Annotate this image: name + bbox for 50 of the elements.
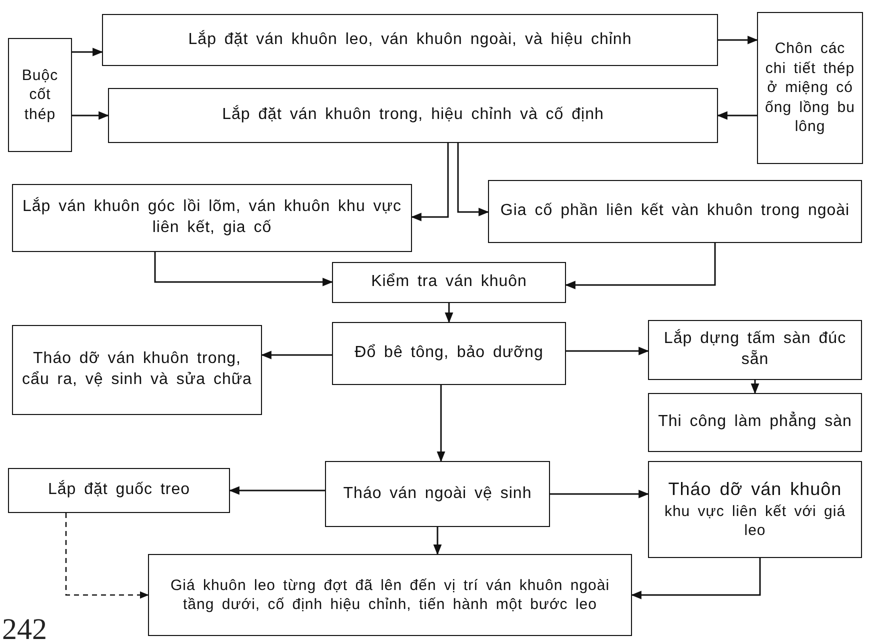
arrow <box>228 486 325 495</box>
process-box <box>8 38 72 152</box>
process-box <box>108 88 718 143</box>
arrow <box>433 527 442 556</box>
box-text: Lắp đặt ván khuôn trong, hiệu chỉnh và cố định <box>222 105 604 126</box>
process-box <box>648 393 862 452</box>
box-text: Gia cố phần liên kết vàn khuôn trong ngoài <box>500 201 850 222</box>
box-text: Lắp dựng tấm sàn đúc sẵn <box>662 329 848 370</box>
arrow <box>457 143 490 216</box>
arrow <box>154 252 334 286</box>
arrow <box>564 243 716 290</box>
process-box <box>12 184 412 252</box>
process-box <box>102 14 718 66</box>
box-text: Buộc cốt thép <box>20 66 60 124</box>
box-text: Lắp đặt guốc treo <box>48 480 190 500</box>
arrow <box>72 111 110 120</box>
arrow <box>550 490 650 498</box>
process-box <box>488 180 862 243</box>
box-text: Giá khuôn leo từng đợt đã lên đến vị trí ván khuôn ngoài tầng dưới, cố định hiệu chỉnh, tiến hành một bước leo <box>169 576 611 614</box>
process-box <box>332 262 566 303</box>
box-text: Đổ bê tông, bảo dưỡng <box>354 343 544 364</box>
process-box <box>648 320 862 380</box>
arrow <box>718 36 758 44</box>
arrow <box>566 346 650 356</box>
box-text: Thi công làm phẳng sàn <box>658 412 852 432</box>
process-box <box>12 325 262 415</box>
arrow <box>630 558 761 600</box>
box-text: Kiểm tra ván khuôn <box>371 272 527 292</box>
box-text: khu vực liên kết với giá leo <box>663 502 847 541</box>
arrow <box>65 513 149 599</box>
box-text: Chôn các chi tiết thép ở miệng có ống lồng bu lông <box>764 39 856 137</box>
process-box <box>325 461 550 527</box>
arrow <box>72 48 104 56</box>
arrow <box>716 111 757 120</box>
arrow <box>750 380 760 394</box>
page-number: 242 <box>2 613 47 641</box>
box-text: Tháo dỡ ván khuôn <box>668 478 842 502</box>
arrow <box>260 350 332 360</box>
arrow <box>444 303 454 324</box>
process-box <box>8 468 230 513</box>
process-box <box>648 461 862 558</box>
process-box <box>757 12 863 164</box>
process-box <box>148 554 632 636</box>
arrow <box>410 143 449 222</box>
box-text: Tháo dỡ ván khuôn trong, cẩu ra, vệ sinh và sửa chữa <box>21 349 253 390</box>
box-text: Lắp ván khuôn góc lồi lõm, ván khuôn khu vực liên kết, gia cố <box>21 197 403 238</box>
arrow <box>436 385 446 462</box>
box-text: Tháo ván ngoài vệ sinh <box>343 484 532 504</box>
process-box <box>332 322 566 385</box>
box-text: Lắp đặt ván khuôn leo, ván khuôn ngoài, và hiệu chỉnh <box>188 30 632 50</box>
